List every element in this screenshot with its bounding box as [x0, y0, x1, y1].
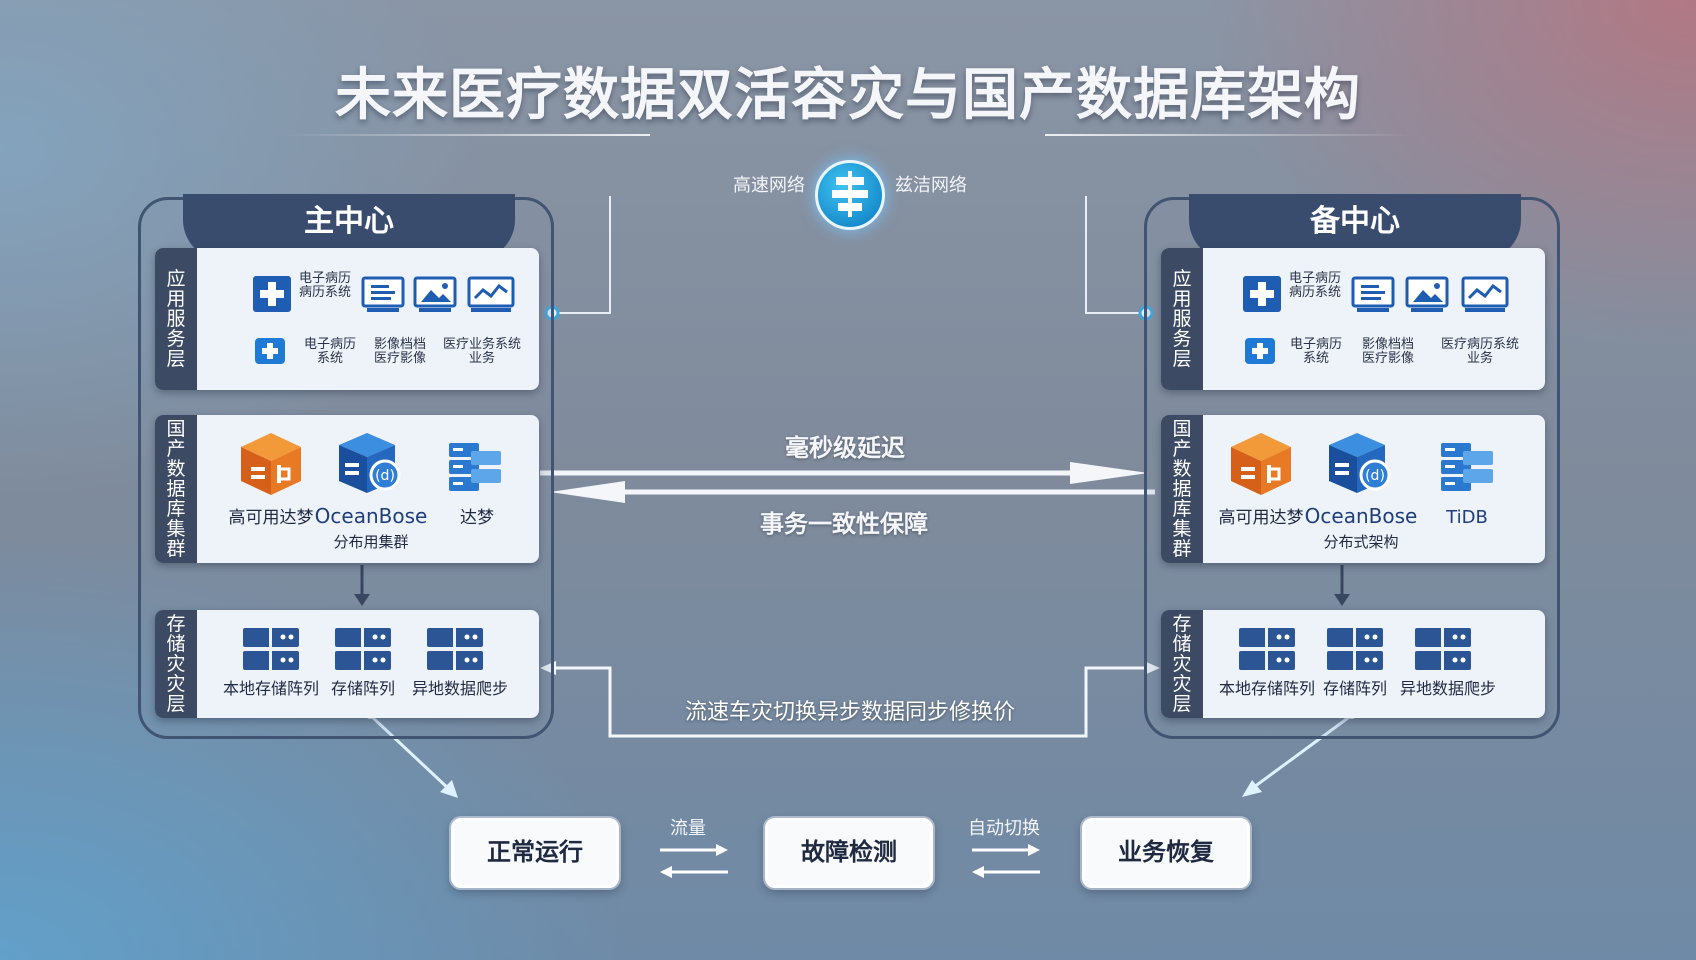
storage-array-icon	[335, 628, 391, 670]
storage-array-icon	[1239, 628, 1295, 670]
app-label-records: 医疗病历系统业务	[1440, 337, 1519, 366]
consistency-label: 事务一致性保障	[760, 510, 928, 538]
image-monitor-icon	[413, 276, 457, 312]
backup-storage-layer: 存储灾灾层 本地存储阵列 存储阵列 异地数据爬步	[1161, 610, 1545, 718]
storage-array-icon	[427, 628, 483, 670]
main-app-layer: 应用服务层 电子病历病历系统 电子病历系统 影像档档医疗影像 医疗业务系统业务	[155, 248, 539, 390]
storage-array-icon	[1415, 628, 1471, 670]
chart-monitor-icon	[1461, 276, 1509, 312]
blue-cube-icon: (d)	[1329, 433, 1391, 493]
svg-text:(d): (d)	[1365, 468, 1385, 484]
backup-db-layer-label: 国产数据库集群	[1161, 415, 1203, 563]
network-label-right: 兹洁网络	[895, 175, 967, 196]
server-blocks-icon	[449, 443, 501, 491]
diag-arrow-right	[1249, 713, 1353, 792]
image-monitor-icon	[1405, 276, 1449, 312]
storage-label-remote: 异地数据爬步	[411, 679, 508, 698]
app-label-emr: 电子病历病历系统	[299, 271, 352, 300]
backup-app-layer-label: 应用服务层	[1161, 248, 1203, 390]
title-divider-right	[1045, 134, 1415, 136]
hospital-icon	[1243, 276, 1281, 312]
page-title: 未来医疗数据双活容灾与国产数据库架构	[335, 63, 1361, 128]
diag-arrow-left	[368, 713, 452, 792]
step-normal-operation: 正常运行	[451, 818, 619, 888]
db-label-oceanbase: OceanBose	[314, 504, 428, 528]
app-label-imaging: 影像档档医疗影像	[1361, 337, 1414, 366]
transition-traffic-label: 流量	[670, 818, 706, 839]
storage-label-array: 存储阵列	[330, 679, 395, 698]
storage-label-local: 本地存储阵列	[222, 679, 319, 698]
medical-plus-icon	[255, 338, 285, 364]
network-bracket-right	[1085, 196, 1146, 314]
server-blocks-icon	[1441, 443, 1493, 491]
backup-app-layer: 应用服务层 电子病历病历系统 电子病历系统 影像档档医疗影像 医疗病历系统业务	[1161, 248, 1545, 390]
backup-db-layer: 国产数据库集群 高可用达梦 (d) OceanBose 分布式架构 TiDB	[1161, 415, 1545, 563]
step-fault-detection: 故障检测	[765, 818, 933, 888]
storage-label-array: 存储阵列	[1322, 679, 1387, 698]
db-label-tidb: TiDB	[1446, 507, 1488, 528]
db-sublabel-oceanbase: 分布用集群	[333, 533, 409, 551]
storage-label-local: 本地存储阵列	[1218, 679, 1315, 698]
storage-array-icon	[243, 628, 299, 670]
chart-monitor-icon	[467, 276, 515, 312]
main-storage-layer: 存储灾灾层 本地存储阵列 存储阵列 异地数据爬步	[155, 610, 539, 718]
backup-center-panel: 备中心 应用服务层 电子病历病历系统 电子病历系统 影像档档医疗影像 医疗病历系…	[1144, 194, 1560, 739]
main-app-layer-label: 应用服务层	[155, 248, 197, 390]
storage-sync-label: 流速车灾切换异步数据同步修换价	[684, 700, 1015, 725]
app-label-emr-system: 电子病历系统	[1289, 337, 1342, 366]
title-divider-left	[280, 134, 650, 136]
storage-label-remote: 异地数据爬步	[1399, 679, 1496, 698]
latency-label: 毫秒级延迟	[785, 434, 905, 462]
transition-auto-switch-label: 自动切换	[968, 818, 1040, 839]
main-storage-layer-label: 存储灾灾层	[155, 610, 197, 718]
db-label-dameng-ha: 高可用达梦	[228, 508, 314, 528]
network-bracket-left	[552, 196, 611, 314]
network-hub-icon	[815, 160, 885, 230]
document-monitor-icon	[361, 276, 405, 312]
db-label-oceanbase: OceanBose	[1304, 504, 1418, 528]
main-center-panel: 主中心 应用服务层 电子病历病历系统 电子病历系统 影像档档医疗影像 医疗业务系…	[138, 194, 554, 739]
db-label-dameng-ha: 高可用达梦	[1218, 508, 1304, 528]
db-sublabel-oceanbase: 分布式架构	[1323, 533, 1399, 551]
app-label-emr-system: 电子病历系统	[303, 337, 356, 366]
app-label-emr: 电子病历病历系统	[1289, 271, 1342, 300]
hospital-icon	[253, 276, 291, 312]
medical-plus-icon	[1245, 338, 1275, 364]
blue-cube-icon: (d)	[339, 433, 401, 493]
storage-sync-bracket	[555, 666, 1145, 738]
step-business-recovery: 业务恢复	[1082, 818, 1250, 888]
storage-array-icon	[1327, 628, 1383, 670]
main-db-layer-label: 国产数据库集群	[155, 415, 197, 563]
app-label-imaging: 影像档档医疗影像	[373, 337, 426, 366]
backup-storage-layer-label: 存储灾灾层	[1161, 610, 1203, 718]
svg-text:(d): (d)	[375, 468, 395, 484]
db-label-dameng: 达梦	[460, 508, 494, 528]
orange-cube-icon	[241, 433, 301, 495]
app-label-business: 医疗业务系统业务	[442, 337, 521, 366]
orange-cube-icon	[1231, 433, 1291, 495]
document-monitor-icon	[1351, 276, 1395, 312]
network-label-left: 高速网络	[733, 175, 805, 196]
main-db-layer: 国产数据库集群 高可用达梦 (d) OceanBose 分布用集群 达梦	[155, 415, 539, 563]
